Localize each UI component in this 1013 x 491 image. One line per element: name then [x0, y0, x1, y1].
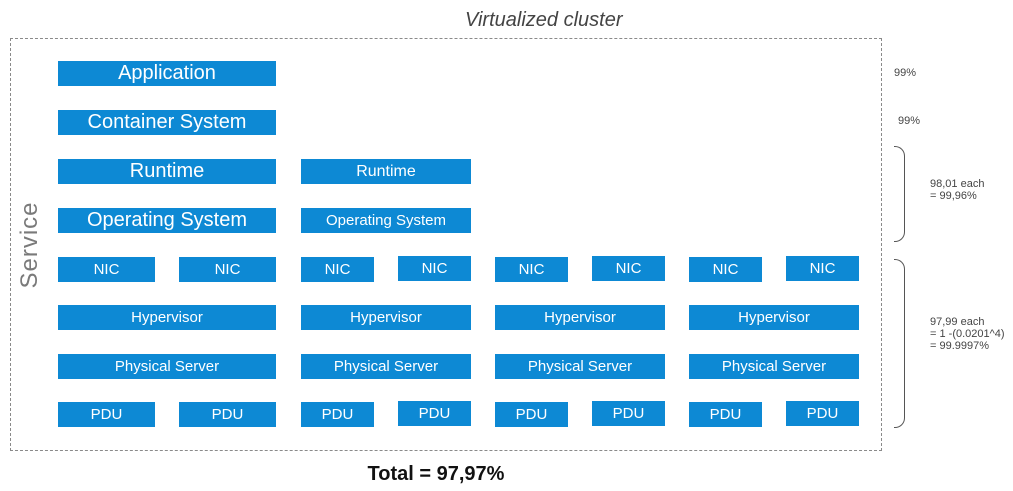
runtime-os-note-line-2: = 99,96%	[930, 190, 977, 202]
runtime-os-note: 98,01 each = 99,96%	[930, 178, 984, 202]
pdu-box-3: PDU	[301, 402, 374, 427]
pdu-box-8: PDU	[786, 401, 859, 426]
runtime-box-1: Runtime	[58, 159, 276, 184]
nic-box-2: NIC	[179, 257, 276, 282]
pdu-box-6: PDU	[592, 401, 665, 426]
infra-note-line-2: = 1 -(0.0201^4)	[930, 328, 1005, 340]
pdu-box-1: PDU	[58, 402, 155, 427]
hypervisor-box-2: Hypervisor	[301, 305, 471, 330]
diagram-title: Virtualized cluster	[465, 9, 623, 31]
total-availability: Total = 97,97%	[367, 463, 505, 485]
nic-box-4: NIC	[398, 256, 471, 281]
infra-note: 97,99 each = 1 -(0.0201^4) = 99.9997%	[930, 316, 1005, 352]
nic-box-8: NIC	[786, 256, 859, 281]
hypervisor-box-1: Hypervisor	[58, 305, 276, 330]
nic-box-6: NIC	[592, 256, 665, 281]
hypervisor-box-4: Hypervisor	[689, 305, 859, 330]
application-availability: 99%	[894, 67, 917, 79]
runtime-box-2: Runtime	[301, 159, 471, 184]
container-system-box: Container System	[58, 110, 276, 135]
physical-server-box-3: Physical Server	[495, 354, 665, 379]
pdu-box-2: PDU	[179, 402, 276, 427]
infra-note-line-1: 97,99 each	[930, 316, 985, 328]
pdu-box-7: PDU	[689, 402, 762, 427]
physical-server-box-1: Physical Server	[58, 354, 276, 379]
infra-brace	[894, 259, 905, 428]
pdu-box-5: PDU	[495, 402, 568, 427]
container-availability: 99%	[898, 115, 921, 127]
operating-system-box-1: Operating System	[58, 208, 276, 233]
application-box: Application	[58, 61, 276, 86]
pdu-box-4: PDU	[398, 401, 471, 426]
nic-box-1: NIC	[58, 257, 155, 282]
operating-system-box-2: Operating System	[301, 208, 471, 233]
runtime-os-note-line-1: 98,01 each	[930, 178, 985, 190]
nic-box-3: NIC	[301, 257, 374, 282]
service-label: Service	[16, 201, 43, 289]
nic-box-5: NIC	[495, 257, 568, 282]
runtime-os-brace	[894, 146, 905, 242]
virtualized-cluster-boundary	[10, 38, 882, 451]
hypervisor-box-3: Hypervisor	[495, 305, 665, 330]
physical-server-box-4: Physical Server	[689, 354, 859, 379]
physical-server-box-2: Physical Server	[301, 354, 471, 379]
nic-box-7: NIC	[689, 257, 762, 282]
infra-note-line-3: = 99.9997%	[930, 340, 990, 352]
